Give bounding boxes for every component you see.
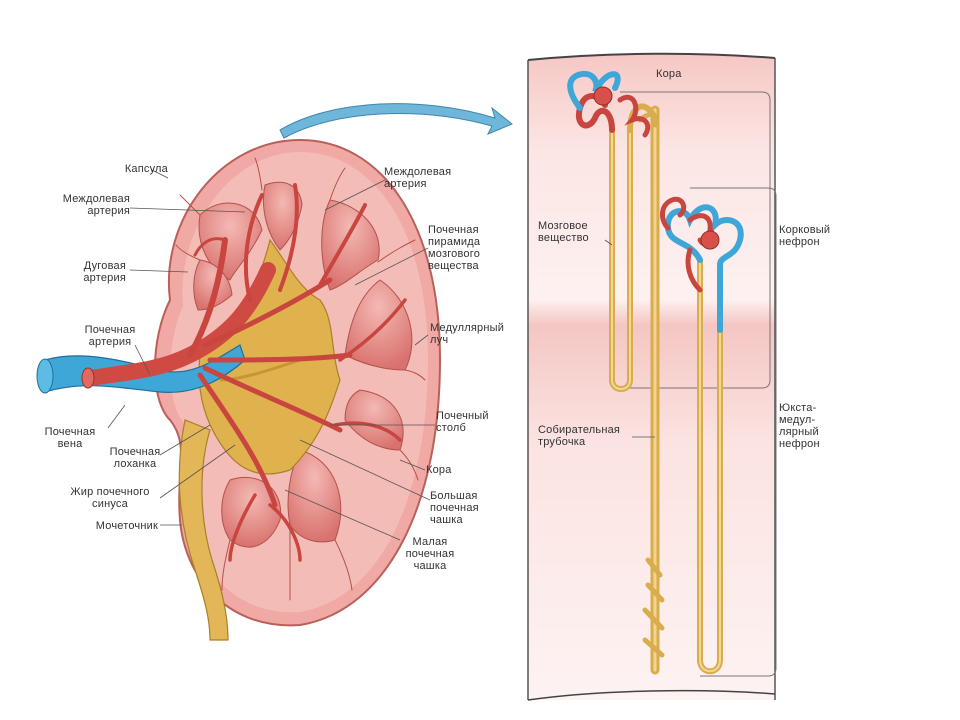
- label-renal-vein: Почечная вена: [44, 426, 96, 450]
- label-renal-pelvis: Почечная лоханка: [109, 446, 161, 470]
- label-collecting-duct: Собирательная трубочка: [538, 424, 621, 448]
- renal-artery: [81, 183, 407, 562]
- label-renal-pyramid: Почечная пирамида мозгового вещества: [428, 224, 481, 272]
- juxtamedullary-nephron: [660, 196, 744, 675]
- label-arcuate-artery: Дуговая артерия: [83, 260, 126, 284]
- label-cortical-nephron: Корковый нефрон: [779, 224, 831, 248]
- label-medulla: Мозговое вещество: [538, 220, 589, 244]
- label-cortex-nephron: Кора: [656, 68, 682, 80]
- label-cortex-kidney: Кора: [426, 464, 452, 476]
- label-renal-artery: Почечная артерия: [84, 324, 136, 348]
- label-interlobar-artery-right: Междолевая артерия: [384, 166, 452, 190]
- renal-pyramids: [193, 181, 413, 548]
- label-medullary-ray: Медуллярный луч: [430, 322, 505, 346]
- label-interlobar-artery-left: Междолевая артерия: [62, 193, 130, 217]
- label-juxtamedullary-nephron: Юкста- медул- лярный нефрон: [779, 402, 820, 450]
- label-sinus-fat: Жир почечного синуса: [70, 486, 150, 510]
- label-renal-column: Почечный столб: [436, 410, 489, 434]
- label-major-calyx: Большая почечная чашка: [430, 490, 479, 526]
- label-minor-calyx: Малая почечная чашка: [405, 536, 455, 572]
- label-ureter: Мочеточник: [95, 520, 158, 532]
- zoom-arrow: [279, 103, 513, 139]
- leader-lines: [107, 169, 655, 541]
- cortical-nephron: [567, 70, 658, 392]
- kidney: [36, 138, 442, 641]
- ureter: [178, 419, 229, 641]
- label-capsule: Капсула: [124, 163, 168, 175]
- nephron-column: [527, 52, 777, 701]
